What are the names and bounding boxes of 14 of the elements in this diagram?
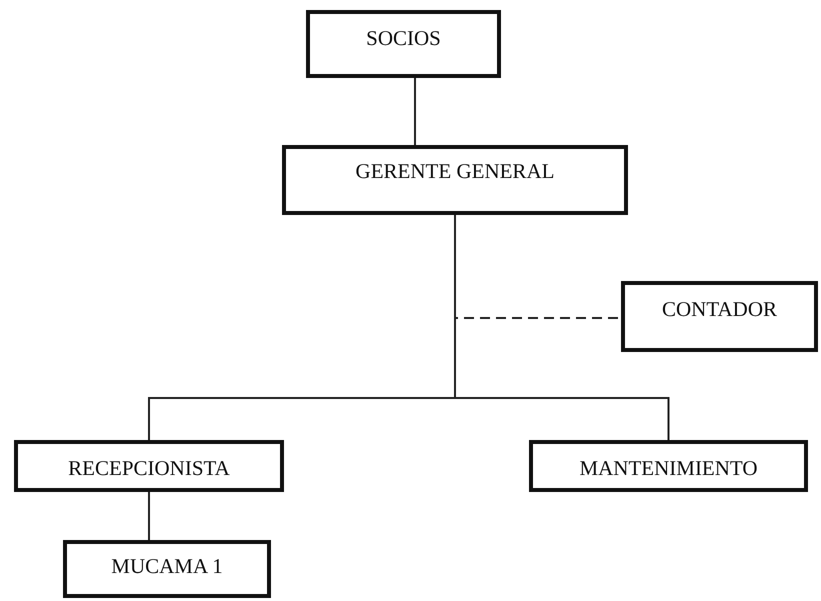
box-label: CONTADOR (662, 297, 777, 323)
org-box (529, 440, 808, 492)
org-box (306, 10, 501, 78)
box-label: GERENTE GENERAL (356, 159, 554, 185)
org-box (282, 145, 628, 215)
box-label: MUCAMA 1 (111, 554, 223, 580)
box-label: SOCIOS (366, 26, 441, 52)
org-box (14, 440, 284, 492)
org-box (621, 281, 818, 352)
connector (148, 492, 150, 540)
org-box (63, 540, 271, 598)
box-label: RECEPCIONISTA (68, 456, 230, 482)
connector (414, 78, 416, 145)
box-label: MANTENIMIENTO (579, 456, 758, 482)
